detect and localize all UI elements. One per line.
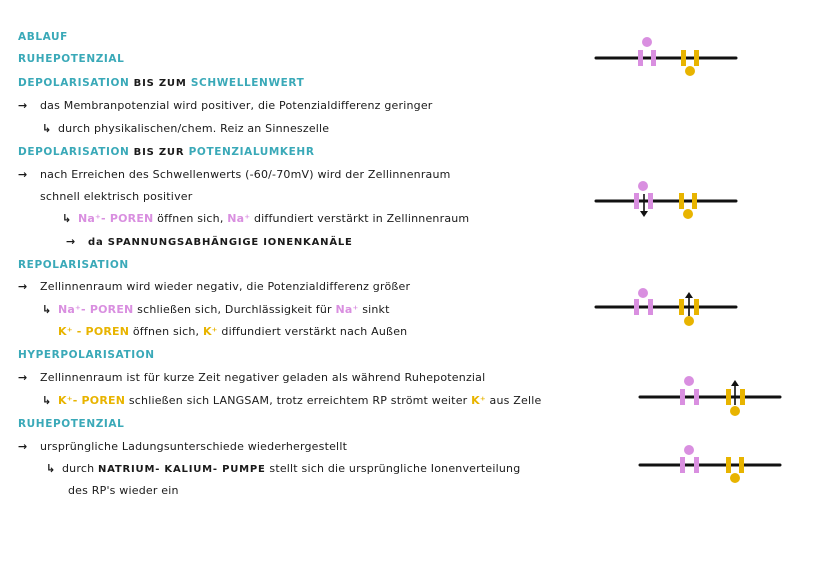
text: ursprüngliche Ladungsunterschiede wieder… <box>40 440 348 453</box>
text: öffnen sich, <box>129 325 203 338</box>
text: nach Erreichen des Schwellenwerts (-60/-… <box>40 168 451 181</box>
text: sinkt <box>358 303 390 316</box>
heading-part: BIS ZUM <box>129 78 191 89</box>
potassium-pores-label: K⁺ - POREN <box>58 325 130 338</box>
text: das Membranpotenzial wird positiver, die… <box>40 99 433 112</box>
potassium-label: K⁺ <box>471 394 486 407</box>
arrow-icon: → <box>18 371 28 384</box>
heading-part: SCHWELLENWERT <box>190 77 305 89</box>
arrow-icon: → <box>18 280 28 293</box>
text-line: → Zellinnenraum wird wieder negativ, die … <box>18 280 410 294</box>
membrane-diagram-depolarisation <box>594 181 738 219</box>
text: schließen sich, Durchlässigkeit für <box>133 303 336 316</box>
arrow-icon: → <box>18 440 28 453</box>
arrow-icon: → <box>18 168 28 181</box>
title: ABLAUF <box>18 31 68 43</box>
text: da SPANNUNGSABHÄNGIGE IONENKANÄLE <box>88 237 353 248</box>
arrow-icon: → <box>66 235 76 248</box>
heading-ruhepotenzial-1: RUHEPOTENZIAL <box>18 53 125 65</box>
text: aus Zelle <box>485 394 542 407</box>
text-line: K⁺ - POREN öffnen sich, K⁺ diffundiert v… <box>58 325 407 339</box>
sodium-pores-label: Na⁺- POREN <box>58 303 134 316</box>
text: Zellinnenraum ist für kurze Zeit negativ… <box>40 371 486 384</box>
heading-part: POTENZIALUMKEHR <box>188 146 315 158</box>
membrane-diagram-hyperpolarisation <box>638 376 782 416</box>
text: diffundiert verstärkt in Zellinnenraum <box>250 212 470 225</box>
text-line: ↳ Na⁺- POREN schließen sich, Durchlässigk… <box>42 303 390 317</box>
sodium-label: Na⁺ <box>335 303 359 316</box>
text-line: ↳ durch NATRIUM- KALIUM- PUMPE stellt sic… <box>46 462 520 477</box>
text-line: → das Membranpotenzial wird positiver, di… <box>18 99 433 113</box>
heading-part: DEPOLARISATION <box>18 146 130 158</box>
text-line: → da SPANNUNGSABHÄNGIGE IONENKANÄLE <box>66 235 353 250</box>
sub-arrow-icon: ↳ <box>62 212 72 225</box>
sub-arrow-icon: ↳ <box>42 122 52 135</box>
sub-arrow-icon: ↳ <box>42 394 52 407</box>
text-line: ↳ Na⁺- POREN öffnen sich, Na⁺ diffundiert… <box>62 212 469 226</box>
heading-part: BIS ZUR <box>129 147 189 158</box>
potassium-label: K⁺ <box>202 325 218 338</box>
heading-depolarisation-schwellenwert: DEPOLARISATION BIS ZUM SCHWELLENWERT <box>18 76 304 91</box>
sub-arrow-icon: ↳ <box>46 462 56 475</box>
sub-arrow-icon: ↳ <box>42 303 52 316</box>
heading-repolarisation: REPOLARISATION <box>18 259 129 271</box>
text-line: des RP's wieder ein <box>68 484 179 497</box>
text: stellt sich die ursprüngliche Ionenverte… <box>265 462 521 475</box>
text: durch physikalischen/chem. Reiz an Sinne… <box>58 122 330 135</box>
text: NATRIUM- KALIUM- PUMPE <box>97 464 266 475</box>
heading-ruhepotenzial-2: RUHEPOTENZIAL <box>18 418 125 430</box>
text-line: → Zellinnenraum ist für kurze Zeit negati… <box>18 371 485 385</box>
text: schließen sich LANGSAM, trotz erreichtem… <box>125 394 472 407</box>
membrane-diagram-resting-restored <box>638 445 782 483</box>
heading-part: DEPOLARISATION <box>18 77 130 89</box>
text-line: → nach Erreichen des Schwellenwerts (-60/… <box>18 168 451 182</box>
membrane-diagram-repolarisation <box>594 288 738 326</box>
text-line: schnell elektrisch positiver <box>40 190 193 203</box>
text: diffundiert verstärkt nach Außen <box>217 325 408 338</box>
text: öffnen sich, <box>153 212 228 225</box>
heading-depolarisation-potenzialumkehr: DEPOLARISATION BIS ZUR POTENZIALUMKEHR <box>18 145 315 160</box>
sodium-pores-label: Na⁺- POREN <box>78 212 154 225</box>
text-line: ↳ K⁺- POREN schließen sich LANGSAM, trotz… <box>42 394 541 408</box>
sodium-label: Na⁺ <box>227 212 251 225</box>
text: durch <box>62 462 98 475</box>
text-line: ↳ durch physikalischen/chem. Reiz an Sinn… <box>42 122 329 136</box>
heading-hyperpolarisation: HYPERPOLARISATION <box>18 349 155 361</box>
text-line: → ursprüngliche Ladungsunterschiede wiede… <box>18 440 347 454</box>
text: Zellinnenraum wird wieder negativ, die P… <box>40 280 411 293</box>
membrane-diagram-resting <box>594 37 738 76</box>
potassium-pores-label: K⁺- POREN <box>58 394 126 407</box>
arrow-icon: → <box>18 99 28 112</box>
